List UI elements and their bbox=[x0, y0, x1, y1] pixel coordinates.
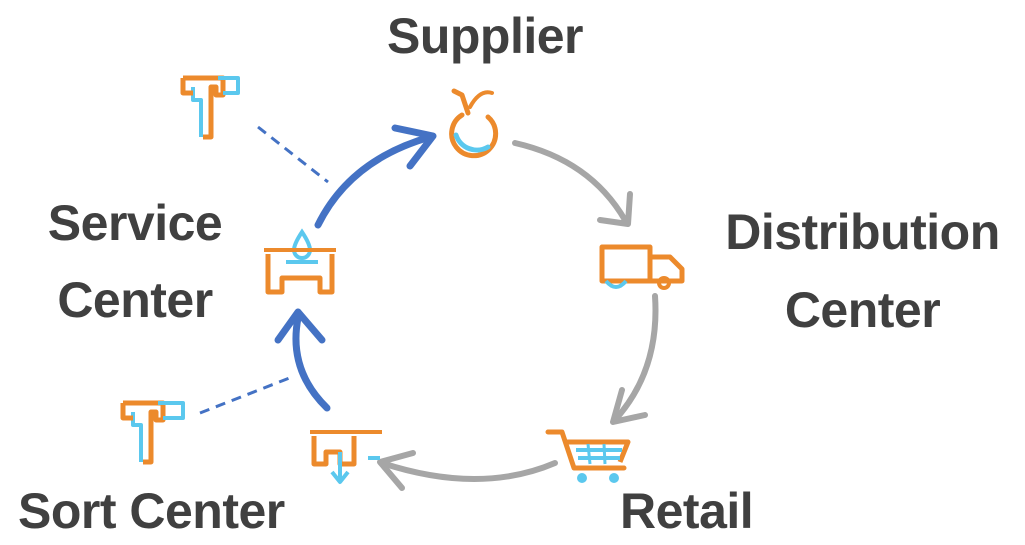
distribution-label-line2: Center bbox=[784, 282, 941, 338]
t-pallet-icon bbox=[180, 75, 240, 140]
wash-station-icon bbox=[264, 228, 336, 295]
connector-bottom-dashed-line bbox=[199, 375, 293, 415]
service-label-line2: Center bbox=[57, 272, 213, 328]
sort-bin-icon bbox=[310, 430, 382, 484]
apple-icon bbox=[449, 88, 499, 159]
flow-distribution-to-retail bbox=[610, 293, 659, 425]
connector-top-dashed-line bbox=[257, 125, 329, 184]
distribution-label-line1: Distribution bbox=[725, 204, 1000, 260]
flow-retail-to-sort bbox=[377, 450, 558, 491]
sort-center-label: Sort Center bbox=[18, 483, 285, 539]
retail-label: Retail bbox=[620, 483, 754, 539]
t-pallet-icon bbox=[120, 400, 185, 465]
service-label-line1: Service bbox=[47, 195, 223, 251]
flow-sort-to-service bbox=[274, 308, 331, 412]
shopping-cart-icon bbox=[545, 429, 631, 483]
flow-service-to-supplier bbox=[314, 124, 437, 229]
supplier-label: Supplier bbox=[386, 8, 584, 64]
flow-supplier-to-distribution bbox=[512, 140, 633, 227]
truck-icon bbox=[599, 244, 685, 290]
